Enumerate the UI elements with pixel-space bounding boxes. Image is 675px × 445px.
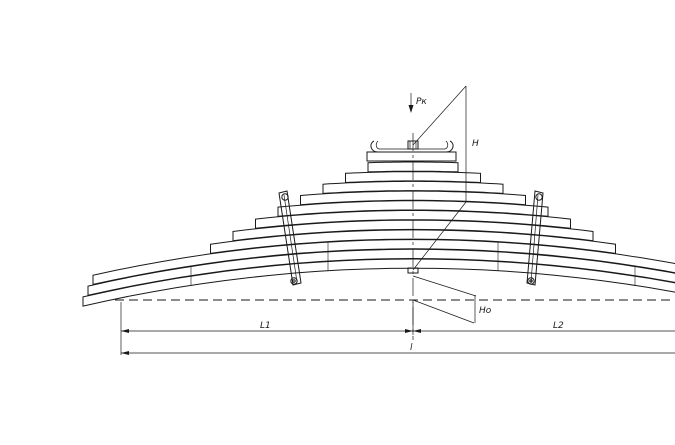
spring-leaf xyxy=(82,258,675,307)
left-length-label: L1 xyxy=(260,321,271,331)
camber-construction xyxy=(412,275,477,324)
dimension-lines xyxy=(120,302,675,355)
spring-leaf-stack xyxy=(82,161,675,307)
right-rebound-clip xyxy=(526,190,544,286)
height-label: H xyxy=(472,139,479,149)
load-label: Pк xyxy=(416,97,427,107)
center-saddle xyxy=(366,140,457,162)
camber-label: Hо xyxy=(479,306,492,316)
height-construction xyxy=(412,85,467,271)
right-length-label: L2 xyxy=(553,321,564,331)
left-rebound-clip xyxy=(278,190,302,286)
load-arrow xyxy=(408,93,414,113)
total-length-label: l xyxy=(410,343,413,353)
